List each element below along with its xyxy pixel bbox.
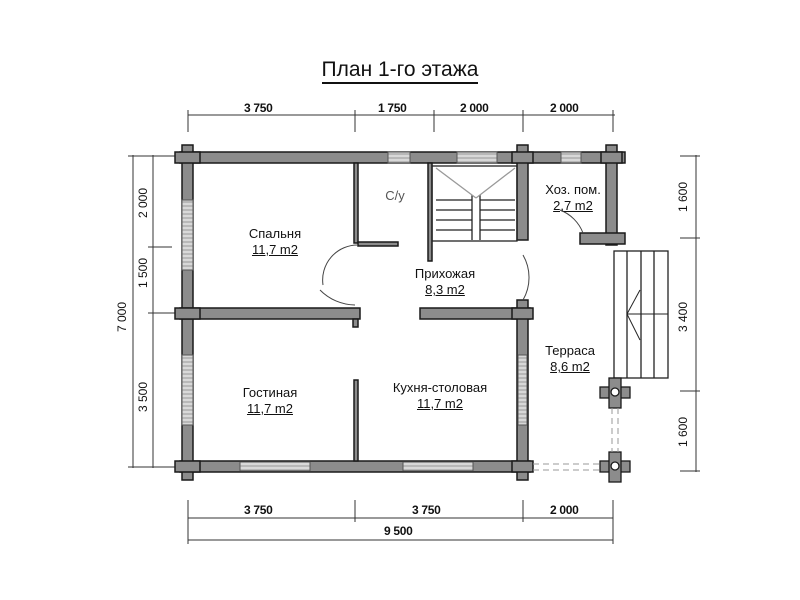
room-bedroom: Спальня 11,7 m2 <box>248 226 302 257</box>
room-hallway: Прихожая 8,3 m2 <box>414 266 476 297</box>
dim-top-1: 3 750 <box>244 101 273 115</box>
room-living: Гостиная 11,7 m2 <box>242 385 298 416</box>
room-utility: Хоз. пом. 2,7 m2 <box>545 182 601 213</box>
terrace-railing <box>533 408 619 471</box>
dim-left-2: 1 500 <box>136 257 151 289</box>
terrace-posts <box>599 377 631 483</box>
dim-bottom-2: 3 750 <box>412 503 441 517</box>
dim-right-3: 1 600 <box>676 416 691 448</box>
dim-bottom-3: 2 000 <box>550 503 579 517</box>
top-dimension-line <box>187 110 615 132</box>
dim-bottom-1: 3 750 <box>244 503 273 517</box>
plan-title: План 1-го этажа <box>0 58 800 84</box>
room-kitchen-dining: Кухня-столовая 11,7 m2 <box>392 380 488 411</box>
dim-left-1: 2 000 <box>136 187 151 219</box>
bottom-dimension-line <box>187 500 614 544</box>
room-terrace: Терраса 8,6 m2 <box>545 343 595 374</box>
dim-bottom-total: 9 500 <box>384 524 413 538</box>
doors <box>319 209 584 306</box>
dim-right-2: 3 400 <box>676 301 691 333</box>
dim-left-total: 7 000 <box>115 301 130 333</box>
terrace-steps <box>613 250 669 379</box>
dim-top-3: 2 000 <box>460 101 489 115</box>
windows <box>181 151 582 472</box>
dim-right-1: 1 600 <box>676 181 691 213</box>
right-dimension-line <box>680 155 700 472</box>
dim-left-3: 3 500 <box>136 381 151 413</box>
dim-top-2: 1 750 <box>378 101 407 115</box>
dim-top-4: 2 000 <box>550 101 579 115</box>
staircase <box>431 165 518 242</box>
left-dimension-line <box>128 155 180 468</box>
room-bathroom: С/у <box>385 188 405 203</box>
